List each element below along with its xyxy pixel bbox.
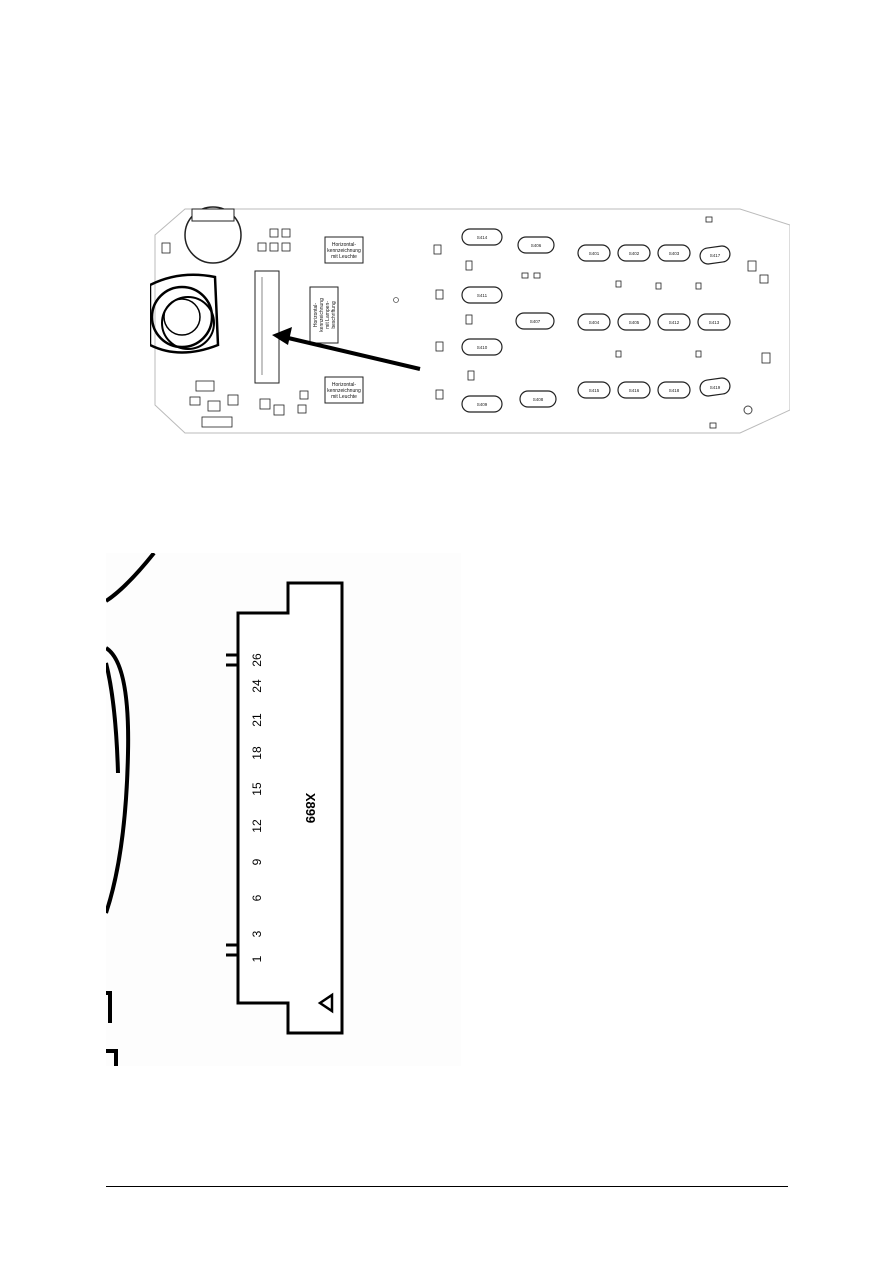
footer-rule (106, 1186, 788, 1187)
button-column-mid: S406 S407 S408 (515, 236, 557, 408)
note-top: Horizontal- kennzeichnung mit Leuchte (324, 236, 364, 264)
button-label: S407 (530, 319, 541, 324)
pin-labels: 26 24 21 18 15 12 9 6 3 1 (250, 653, 264, 962)
pin-label-12: 12 (250, 819, 264, 833)
button-label: S405 (629, 320, 640, 325)
button-label: S402 (629, 251, 640, 256)
button-label: S412 (669, 320, 680, 325)
button-label: S419 (710, 385, 721, 390)
button-label: S418 (669, 388, 680, 393)
pin-label-18: 18 (250, 746, 264, 760)
smd-components (161, 216, 771, 429)
buzzer-outline (184, 206, 242, 264)
buzzer-tab (191, 208, 235, 222)
note-vertical-line-1: Horizontal- (313, 303, 319, 328)
button-label: S411 (477, 293, 488, 298)
button-label: S416 (629, 388, 640, 393)
pin-label-6: 6 (250, 894, 264, 901)
pin-label-9: 9 (250, 858, 264, 865)
board-outline (154, 208, 791, 434)
callout-arrow (272, 327, 421, 371)
note-top-line-3: mit Leuchte (331, 254, 357, 260)
pin-label-24: 24 (250, 679, 264, 693)
button-label: S401 (589, 251, 600, 256)
pin1-marker-icon (317, 992, 334, 1014)
pcb-overview: Horizontal- kennzeichnung mit Leuchte Ho… (129, 205, 791, 437)
note-bottom: Horizontal- kennzeichnung mit Leuchte (324, 376, 364, 404)
note-top-line-1: Horizontal- (332, 242, 357, 248)
button-label: S413 (709, 320, 720, 325)
neighbour-outline (104, 551, 156, 1066)
button-label: S409 (477, 402, 488, 407)
mounting-hole (393, 297, 399, 303)
pin-label-15: 15 (250, 782, 264, 796)
button-label: S404 (589, 320, 600, 325)
note-top-line-2: kennzeichnung (327, 248, 361, 254)
pin-label-1: 1 (250, 955, 264, 962)
mounting-hole-right (743, 405, 753, 415)
connector-drawing: X899 26 24 21 18 15 12 9 6 3 1 (104, 551, 344, 1066)
button-label: S415 (589, 388, 600, 393)
button-column-left: S414 S411 S410 S409 (461, 228, 503, 413)
button-label: S406 (531, 243, 542, 248)
connector-body (236, 581, 344, 1035)
button-label: S408 (533, 397, 544, 402)
connector-designator: X899 (303, 793, 318, 823)
key-notches (226, 653, 238, 957)
connector-detail: X899 26 24 21 18 15 12 9 6 3 1 (104, 551, 461, 1066)
pin-label-21: 21 (250, 713, 264, 727)
button-label: S410 (477, 345, 488, 350)
button-label: S403 (669, 251, 680, 256)
note-bottom-line-1: Horizontal- (332, 382, 357, 388)
note-vertical-line-2: kennzeichnung (319, 298, 325, 332)
button-grid-right: S401 S402 S403 S417 S404 S405 S412 S413 … (577, 244, 731, 399)
button-label: S414 (477, 235, 488, 240)
note-vertical-line-4: beschriftung (331, 301, 337, 328)
pcb-drawing: Horizontal- kennzeichnung mit Leuchte Ho… (129, 206, 791, 434)
board-connector (254, 270, 280, 384)
pin-label-26: 26 (250, 653, 264, 667)
note-bottom-line-2: kennzeichnung (327, 388, 361, 394)
note-bottom-line-3: mit Leuchte (331, 394, 357, 400)
button-label: S417 (710, 253, 721, 258)
note-vertical-line-3: mit Lampen- (325, 301, 331, 329)
pin-label-3: 3 (250, 930, 264, 937)
note-vertical: Horizontal- kennzeichnung mit Lampen- be… (309, 286, 339, 344)
